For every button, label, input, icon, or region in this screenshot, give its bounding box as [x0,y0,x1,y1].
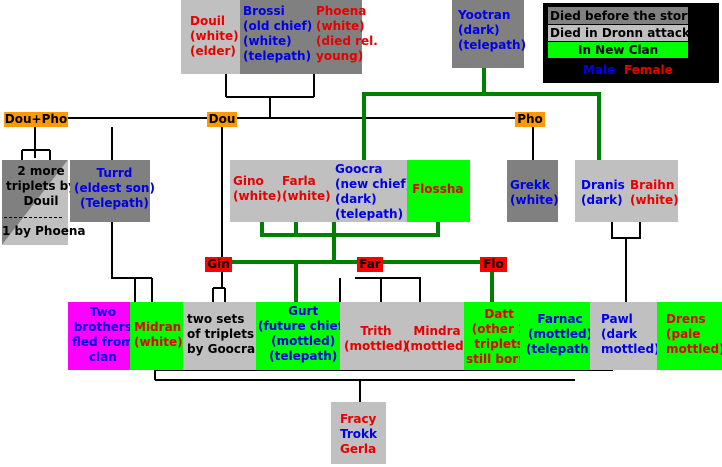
gino-farla-goocra-box [230,160,407,222]
flossha-text: Flossha [412,182,464,196]
trith-text: Trith (mottled) [344,324,409,353]
pawl-text: Pawl (dark mottled) [601,312,660,356]
flossha-box [407,160,470,222]
farnac-text: Farnac (mottled) (telepath) [526,312,595,356]
tag-gin: Gin [205,257,232,272]
legend-died-attack: Died in Dronn attack [550,26,690,40]
tag-dou-pho: Dou+Pho [4,112,68,127]
mindra-text: Mindra (mottled) [405,324,470,353]
datt-text: Datt (other 2 triplets still born) [466,307,533,366]
brossi-phoena-box [240,0,362,74]
tag-dou: Dou [207,112,237,127]
triplets-divider [4,217,62,218]
braihn-text: Braihn (white) [630,178,679,207]
gino-text: Gino (white) [233,174,282,203]
tag-flo: Flo [480,257,507,272]
douil-box [181,0,240,74]
triplets-phoena-text: 1 by Phoena [2,224,86,238]
dranis-text: Dranis (dark) [581,178,625,207]
tag-pho: Pho [515,112,545,127]
legend-female: Female [624,63,673,77]
tag-far: Far [357,257,383,272]
gurt-text: Gurt (future chief) (mottled) (telepath) [258,304,349,363]
legend-swatch-new-clan [548,42,688,58]
gerla-text: Gerla [340,442,377,456]
phoena-text: Phoena (white) (died rel. young) [316,4,378,63]
legend-swatch-died-attack [548,25,688,41]
two-brothers-box [68,302,130,370]
datt-box [464,302,520,370]
farla-text: Farla (white) [282,174,331,203]
drens-box [657,302,722,370]
pawl-box [590,302,657,370]
legend-male: Male [583,63,616,77]
two-brothers-text: Two brothers fled from clan [72,305,134,364]
goocra-text: Goocra (new chief) (dark) (telepath) [335,162,412,221]
grekk-text: Grekk (white) [510,178,559,207]
triplets-box [2,160,68,245]
legend-new-clan: In New Clan [578,43,659,57]
yootran-box [452,0,524,68]
douil-text: Douil (white) (elder) [190,14,239,58]
legend-swatch-died-before [548,7,688,24]
dranis-braihn-box [575,160,678,222]
farnac-box [520,302,590,370]
fracy-text: Fracy [340,412,377,426]
yootran-text: Yootran (dark) (telepath) [458,8,527,52]
children-box [331,402,386,464]
legend-died-before: Died before the story [550,9,695,23]
turrd-text: Turrd (eldest son) (Telepath) [74,166,155,210]
grekk-box [507,160,558,222]
turrd-box [70,160,150,222]
triplets-douil-text: 2 more triplets by Douil [6,164,77,208]
drens-text: Drens (pale mottled) [666,312,722,356]
gurt-box [256,302,340,370]
trith-mindra-box [340,302,464,370]
brossi-text: Brossi (old chief) (white) (telepath) [243,4,313,63]
midran-box [130,302,183,370]
trokk-text: Trokk [340,427,377,441]
two-sets-box [183,302,256,370]
two-sets-text: two sets of triplets by Goocra [187,312,256,356]
midran-text: Midran (white) [134,320,183,349]
